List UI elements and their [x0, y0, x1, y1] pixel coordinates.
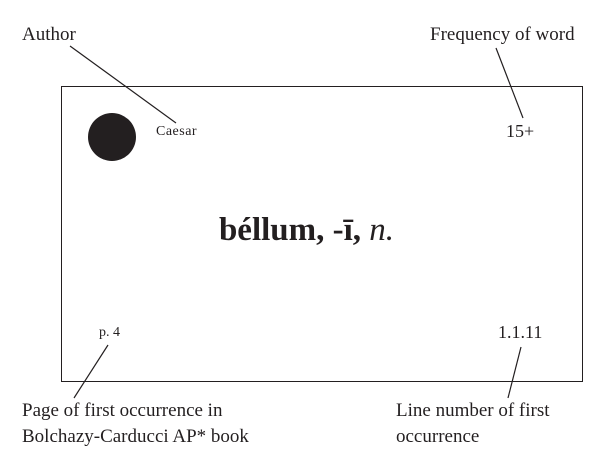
card-page-reference: p. 4 [99, 325, 120, 340]
author-label: Author [22, 24, 76, 45]
card-frequency: 15+ [506, 121, 535, 141]
author-leader [69, 45, 177, 124]
frequency-leader [495, 47, 524, 119]
line-number-label-line-1: Line number of first [396, 400, 550, 421]
page-label-line-1: Page of first occurrence in [22, 400, 223, 421]
line-number-label-line-2: occurrence [396, 426, 480, 447]
frequency-label: Frequency of word [430, 24, 575, 45]
author-dot-icon [88, 113, 136, 161]
vocabulary-card [61, 86, 583, 382]
line-number-label: Line number of first occurrence [396, 398, 550, 450]
card-headword: béllum, -ī, n. [0, 210, 613, 250]
headword-text: béllum, -ī, [218, 212, 362, 248]
headword-gender: n. [369, 212, 395, 248]
card-author-name: Caesar [156, 124, 198, 139]
line-leader [507, 346, 522, 399]
page-label: Page of first occurrence in Bolchazy-Car… [22, 398, 249, 450]
page-leader [73, 344, 109, 399]
page-label-line-2: Bolchazy-Carducci AP* book [22, 426, 249, 447]
card-line-reference: 1.1.11 [498, 322, 543, 342]
